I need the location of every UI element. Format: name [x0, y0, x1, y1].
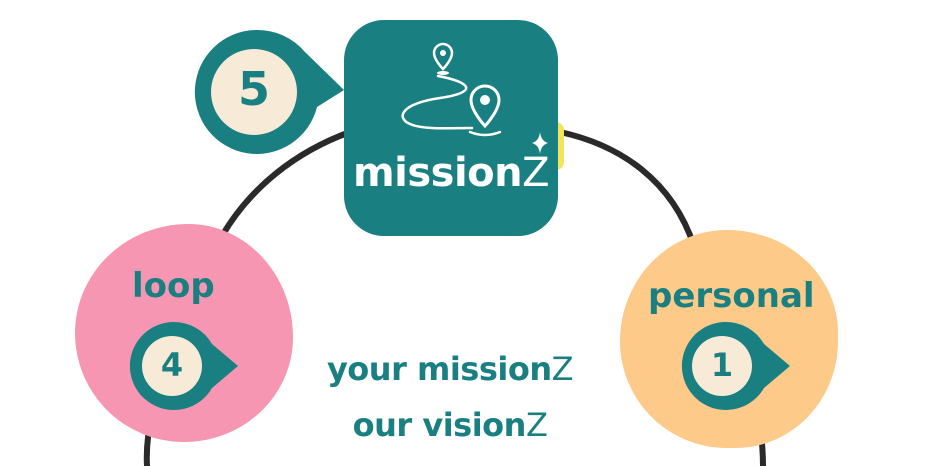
arrow-loop-to-mission — [219, 129, 353, 239]
brand-wordmark: missionZ — [344, 150, 558, 196]
badge-4 — [129, 321, 238, 410]
arrow-mission-to-personal — [557, 129, 694, 246]
tagline-1-text: your mission — [326, 350, 552, 388]
tagline-2-suffix: Z — [525, 406, 548, 444]
badge-1-number: 1 — [710, 346, 734, 384]
small-pin-icon — [432, 42, 454, 75]
tagline-2-text: our vision — [352, 406, 527, 444]
badge-5-number: 5 — [237, 62, 270, 116]
brand-suffix: Z — [522, 150, 550, 196]
loop-label: loop — [132, 266, 215, 306]
tagline-line-1: your missionZ — [300, 350, 600, 388]
large-pin-icon — [468, 84, 502, 137]
tagline-line-2: our visionZ — [300, 406, 600, 444]
badge-4-number: 4 — [160, 346, 184, 384]
sparkle-icon — [532, 132, 548, 154]
badge-5 — [194, 29, 344, 154]
tagline-1-suffix: Z — [551, 350, 574, 388]
personal-label: personal — [648, 276, 815, 316]
badge-1 — [681, 321, 790, 410]
brand-name: mission — [352, 150, 523, 196]
